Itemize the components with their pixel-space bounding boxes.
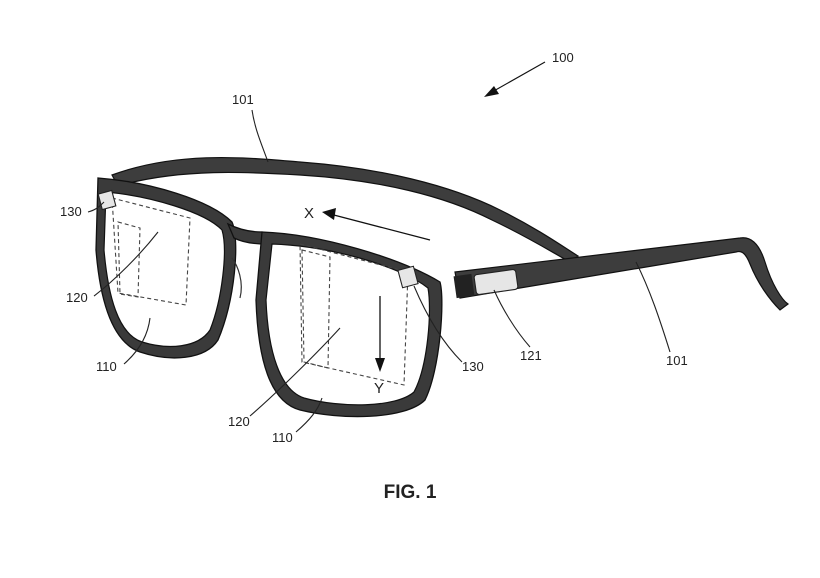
leader-101-right [635, 261, 671, 353]
near-temple-arm [454, 237, 790, 311]
left-lens [103, 191, 225, 348]
figure-caption: FIG. 1 [383, 482, 437, 503]
label-110-left: 110 [96, 359, 117, 374]
label-120-left: 120 [66, 290, 88, 305]
temple-hinge-block [453, 273, 475, 299]
label-101-top: 101 [232, 92, 254, 107]
leader-101-top [251, 109, 269, 163]
label-130-right: 130 [462, 359, 484, 374]
leader-120-right [249, 327, 341, 417]
left-sensor [97, 189, 117, 211]
leader-110-right [295, 397, 323, 433]
x-axis-arrowhead [322, 208, 336, 220]
label-110-right: 110 [272, 430, 293, 445]
y-axis-arrowhead [375, 358, 385, 372]
left-display-region-outer [111, 197, 191, 306]
label-100: 100 [552, 50, 574, 65]
x-axis-arrow [329, 213, 431, 241]
leader-130-right [413, 285, 463, 363]
label-130-left: 130 [60, 204, 82, 219]
leader-130-left [87, 201, 105, 213]
label-101-right: 101 [666, 353, 688, 368]
leader-120-left [93, 231, 159, 297]
device-leader-arrow [491, 61, 546, 93]
temple-module [473, 269, 519, 295]
nose-pad-left [231, 257, 242, 299]
right-sensor [397, 265, 419, 289]
leader-121 [493, 289, 531, 348]
label-120-right: 120 [228, 414, 250, 429]
x-axis-label: X [304, 205, 314, 222]
right-display-region-outer [299, 243, 409, 386]
leader-110-left [123, 317, 151, 365]
device-leader-arrowhead [484, 86, 499, 97]
left-display-region-inner [117, 221, 141, 298]
y-axis-label: Y [374, 380, 384, 397]
label-121: 121 [520, 348, 542, 363]
